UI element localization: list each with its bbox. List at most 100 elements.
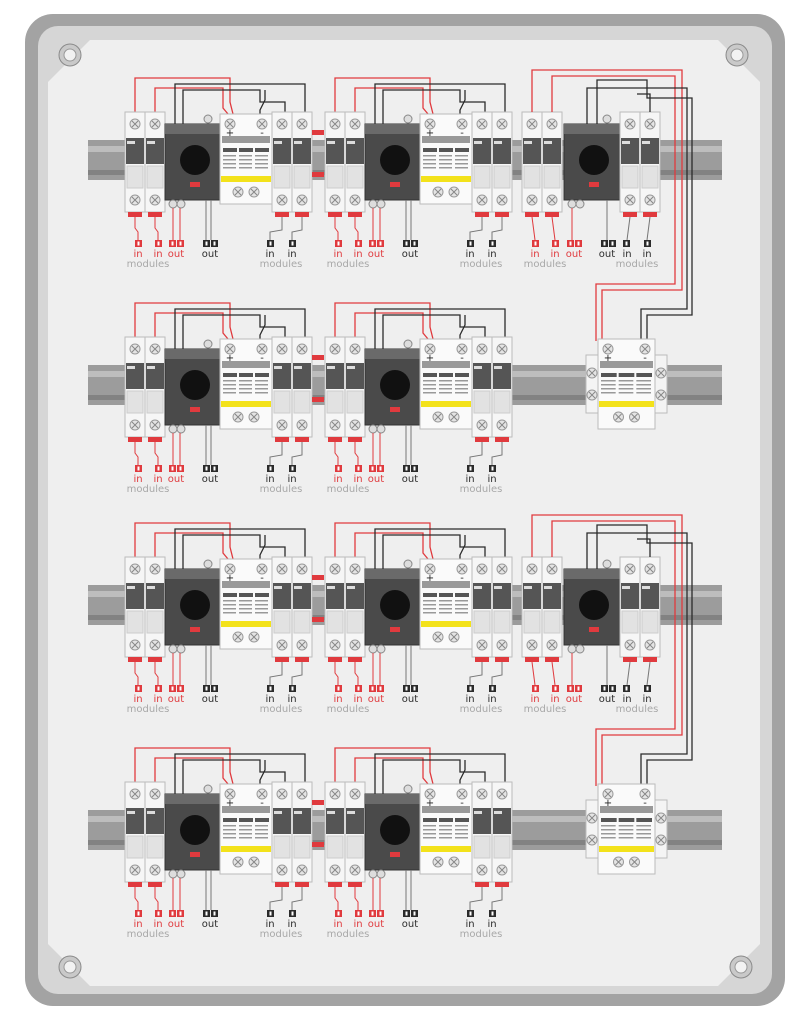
terminal-glyph (469, 466, 472, 471)
spd-text-line (423, 380, 436, 382)
wire-positive-top (334, 747, 434, 785)
spd-brand (455, 593, 469, 597)
fuse-brand (544, 141, 552, 144)
terminal-glyph (213, 241, 216, 246)
screw-terminal (476, 343, 488, 355)
fuse-window (146, 610, 164, 634)
wire-negative-top (374, 83, 506, 124)
label-out: out (402, 249, 418, 260)
positive-terminal-marker (355, 685, 362, 692)
screw-terminal (456, 563, 468, 575)
fuse-holder (124, 336, 146, 442)
screw-slot (646, 565, 654, 573)
screw-slot (548, 565, 556, 573)
screw-slot (131, 641, 139, 649)
label-modules: modules (616, 704, 659, 715)
screw-terminal (546, 639, 558, 651)
rotary-knob (380, 145, 410, 175)
terminal-glyph (205, 241, 208, 246)
fuse-label-plate (523, 138, 541, 164)
screw-slot (657, 369, 665, 377)
screw-slot (131, 120, 139, 128)
terminal-glyph (413, 686, 416, 691)
screw-terminal (224, 118, 236, 130)
positive-terminal-marker (155, 465, 162, 472)
screw-terminal (546, 563, 558, 575)
fuse-holder (124, 556, 146, 662)
label-in: in (353, 694, 362, 705)
screw-terminal (349, 864, 361, 876)
spd-brand (423, 148, 437, 152)
spd-brand (423, 593, 437, 597)
fuse-window (621, 610, 639, 634)
screw-slot (151, 790, 159, 798)
screw-slot (298, 120, 306, 128)
fuse-brand (347, 811, 355, 814)
spd-brand (439, 148, 453, 152)
spd-module-tops (422, 361, 470, 368)
wire-negative-top (382, 759, 486, 794)
screw-slot (478, 345, 486, 353)
fuse-label-plate (493, 363, 511, 389)
fuse-holder (491, 556, 513, 662)
fuse-label-plate (146, 808, 164, 834)
screw-slot (298, 196, 306, 204)
surge-protector: +- (419, 338, 473, 430)
rotary-knob (180, 590, 210, 620)
fuse-label-plate (621, 138, 639, 164)
switch-terminal-top (403, 559, 413, 569)
fuse-brand (147, 811, 155, 814)
wire-negative-in (291, 887, 303, 910)
wire-negative-in (269, 662, 283, 685)
screw-terminal (476, 864, 488, 876)
wire-negative-in (291, 442, 303, 465)
screw-slot (351, 421, 359, 429)
screw-slot (458, 345, 466, 353)
screw-slot (626, 196, 634, 204)
fuse-brand (294, 366, 302, 369)
negative-terminal-marker (467, 910, 474, 917)
plus-terminal-mark: + (226, 573, 234, 584)
screw-terminal (129, 343, 141, 355)
positive-terminal-marker (169, 685, 184, 692)
spd-text-line (239, 837, 252, 839)
spd-brand (439, 593, 453, 597)
spd-module-tops (600, 806, 653, 813)
minus-terminal-mark: - (260, 798, 264, 809)
fuse-brand (147, 366, 155, 369)
label-out: out (202, 694, 218, 705)
screw-terminal (448, 631, 460, 643)
terminal-glyph (469, 241, 472, 246)
screw-slot (278, 421, 286, 429)
fuse-window (473, 835, 491, 859)
screw-slot (588, 836, 596, 844)
fuse-connector (295, 657, 309, 662)
spd-brand (239, 148, 253, 152)
fuse-holder (271, 336, 293, 442)
label-modules: modules (327, 259, 370, 270)
positive-terminal-marker (169, 240, 184, 247)
screw-slot (278, 120, 286, 128)
spd-text-line (618, 833, 634, 835)
switch-indicator (390, 407, 400, 412)
wire-positive-top (134, 302, 234, 340)
terminal-glyph (577, 241, 580, 246)
fuse-connector (475, 437, 489, 442)
spd-text-line (439, 380, 452, 382)
screw-slot (548, 196, 556, 204)
fuse-holder (471, 556, 493, 662)
fuse-brand (147, 141, 155, 144)
spd-text-line (636, 384, 651, 386)
label-in: in (487, 249, 496, 260)
screw-terminal (476, 563, 488, 575)
spd-text-line (255, 163, 268, 165)
spd-text-line (223, 392, 236, 394)
terminal-glyph (269, 241, 272, 246)
spd-text-line (636, 825, 651, 827)
fuse-connector (295, 437, 309, 442)
wire-positive-top (154, 532, 229, 560)
fuse-brand (474, 141, 482, 144)
fuse-window (473, 165, 491, 189)
screw-terminal (456, 788, 468, 800)
terminal-glyph (157, 911, 160, 916)
